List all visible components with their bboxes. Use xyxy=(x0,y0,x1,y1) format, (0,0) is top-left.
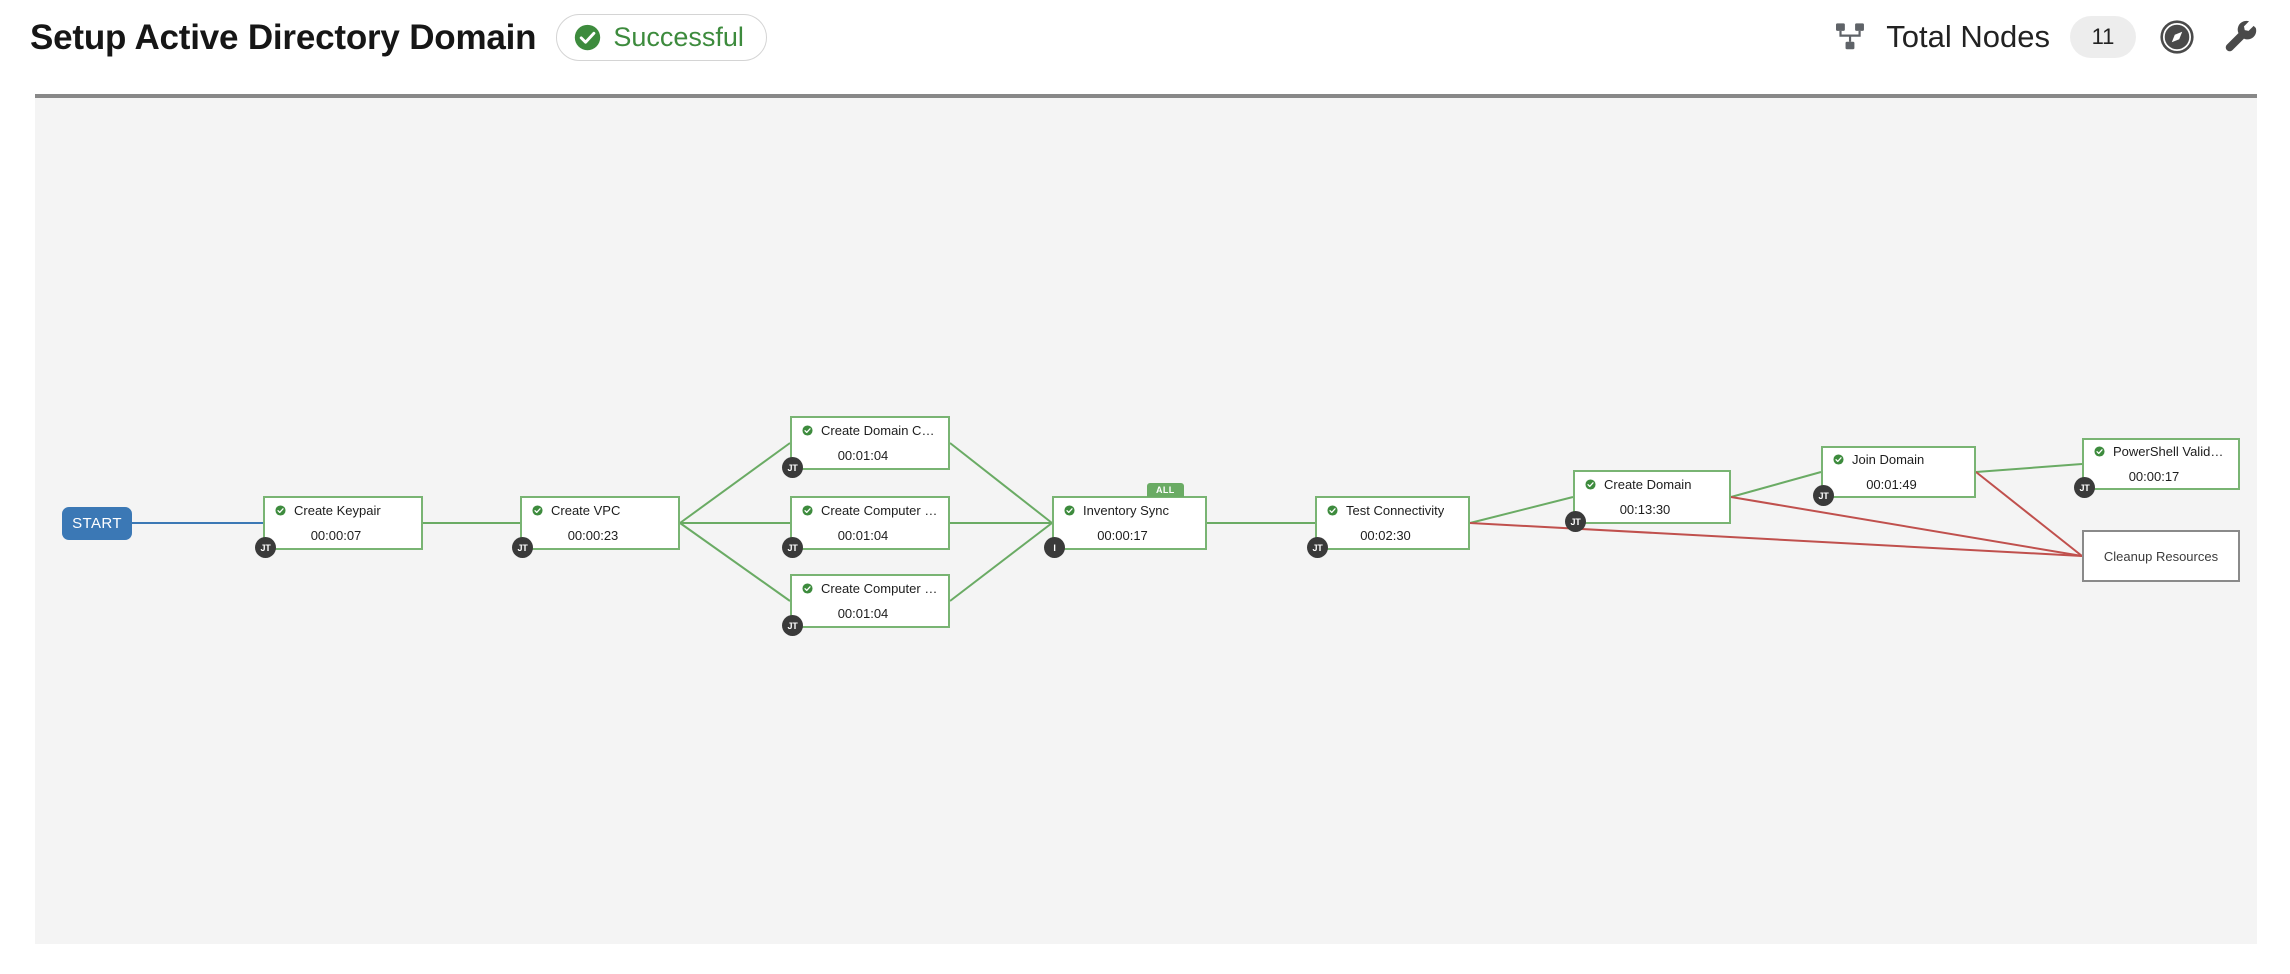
check-circle-icon xyxy=(573,23,602,52)
edge-test-connectivity-to-cleanup xyxy=(1469,522,2083,557)
edge-vpc-to-computer-2 xyxy=(679,522,791,602)
node-type-badge[interactable]: JT xyxy=(255,537,276,558)
node-elapsed-time: 00:01:49 xyxy=(1866,477,1917,492)
edge-group-success xyxy=(423,442,2083,602)
app-header: Setup Active Directory Domain Successful… xyxy=(0,0,2290,94)
edge-computer-2-to-inventory xyxy=(949,522,1053,602)
workflow-node-cleanup-resources[interactable]: Cleanup Resources xyxy=(2082,530,2240,582)
edge-join-domain-to-cleanup xyxy=(1975,471,2083,557)
node-title-row: Create Keypair xyxy=(265,503,421,518)
node-elapsed-time: 00:00:17 xyxy=(2128,469,2180,484)
edge-join-domain-to-powershell-validation xyxy=(1975,463,2083,473)
node-elapsed-time: 00:00:17 xyxy=(1097,528,1148,543)
node-type-badge[interactable]: JT xyxy=(2074,477,2095,498)
node-title-row: Cleanup Resources xyxy=(2084,549,2238,564)
node-success-check-icon xyxy=(802,583,813,594)
node-title: Create Computer (1) xyxy=(821,503,938,518)
node-title: PowerShell Validation xyxy=(2113,444,2228,459)
node-title: Join Domain xyxy=(1852,452,1925,467)
node-title: Create Keypair xyxy=(294,503,381,518)
node-title-row: Create Domain Contr... xyxy=(792,423,948,438)
wrench-icon[interactable] xyxy=(2222,18,2260,56)
node-elapsed-time: 00:01:04 xyxy=(837,448,889,463)
edge-create-domain-to-join-domain xyxy=(1730,471,1822,498)
node-title-row: Create Computer (2) xyxy=(792,581,948,596)
node-success-check-icon xyxy=(1833,454,1844,465)
node-type-badge[interactable]: JT xyxy=(1813,485,1834,506)
node-title-row: Create Domain xyxy=(1575,477,1729,492)
node-elapsed-time: 00:00:07 xyxy=(310,528,362,543)
node-success-check-icon xyxy=(802,505,813,516)
compass-icon[interactable] xyxy=(2158,18,2196,56)
header-left-group: Setup Active Directory Domain Successful xyxy=(30,14,767,61)
node-type-badge[interactable]: JT xyxy=(1307,537,1328,558)
node-title: Create Computer (2) xyxy=(821,581,938,596)
edge-domain-controller-to-inventory xyxy=(949,442,1053,524)
edge-create-domain-to-cleanup xyxy=(1730,496,2083,557)
node-type-badge[interactable]: JT xyxy=(782,457,803,478)
node-title-row: Inventory Sync xyxy=(1054,503,1205,518)
edge-test-connectivity-to-create-domain xyxy=(1469,496,1574,524)
node-type-badge[interactable]: JT xyxy=(512,537,533,558)
node-success-check-icon xyxy=(275,505,286,516)
status-label: Successful xyxy=(613,22,744,52)
node-title: Create VPC xyxy=(551,503,621,518)
node-title: Cleanup Resources xyxy=(2103,548,2219,564)
node-type-badge[interactable]: JT xyxy=(1565,511,1586,532)
node-elapsed-time: 00:00:23 xyxy=(567,528,619,543)
sitemap-icon[interactable] xyxy=(1834,22,1868,52)
node-success-check-icon xyxy=(1585,479,1596,490)
node-title: Inventory Sync xyxy=(1083,503,1169,518)
node-title-row: Create Computer (1) xyxy=(792,503,948,518)
node-success-check-icon xyxy=(802,425,813,436)
total-nodes-count-badge: 11 xyxy=(2070,16,2136,58)
node-title: Create Domain Contr... xyxy=(821,423,938,438)
node-success-check-icon xyxy=(1064,505,1075,516)
node-elapsed-time: 00:01:04 xyxy=(837,606,889,621)
start-node[interactable]: START xyxy=(62,507,132,540)
node-elapsed-time: 00:02:30 xyxy=(1360,528,1411,543)
node-success-check-icon xyxy=(532,505,543,516)
node-type-badge[interactable]: JT xyxy=(782,537,803,558)
node-title-row: Join Domain xyxy=(1823,452,1974,467)
page-title: Setup Active Directory Domain xyxy=(30,17,537,57)
node-type-badge[interactable]: I xyxy=(1044,537,1065,558)
node-title-row: Test Connectivity xyxy=(1317,503,1468,518)
node-elapsed-time: 00:01:04 xyxy=(837,528,889,543)
node-success-check-icon xyxy=(2094,446,2105,457)
node-type-badge[interactable]: JT xyxy=(782,615,803,636)
header-right-group: Total Nodes 11 xyxy=(1834,16,2260,58)
edge-vpc-to-domain-controller xyxy=(679,442,791,524)
total-nodes-label: Total Nodes xyxy=(1886,19,2050,54)
node-success-check-icon xyxy=(1327,505,1338,516)
node-title: Test Connectivity xyxy=(1346,503,1445,518)
workflow-edges xyxy=(132,442,2083,602)
node-title-row: Create VPC xyxy=(522,503,678,518)
node-elapsed-time: 00:13:30 xyxy=(1619,502,1671,517)
status-badge: Successful xyxy=(556,14,767,61)
node-scope-tag: ALL xyxy=(1147,483,1184,497)
node-title: Create Domain xyxy=(1604,477,1692,492)
node-title-row: PowerShell Validation xyxy=(2084,444,2238,459)
